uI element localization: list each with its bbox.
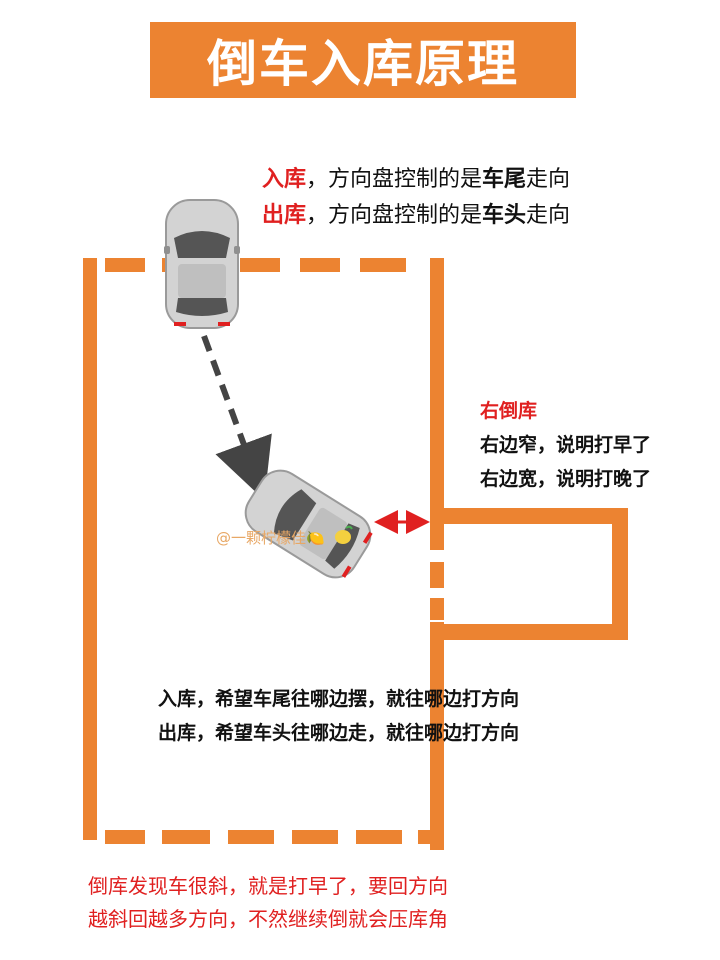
left-boundary-line <box>83 258 97 840</box>
top-note-line-2: 出库，方向盘控制的是车头走向 <box>262 199 570 233</box>
bottom-note: 倒库发现车很斜，就是打早了，要回方向 越斜回越多方向，不然继续倒就会压库角 <box>88 870 448 936</box>
right-boundary-line <box>430 258 444 850</box>
car-tilted-icon <box>244 469 373 579</box>
bottom-note-line-2: 越斜回越多方向，不然继续倒就会压库角 <box>88 907 448 931</box>
title-banner: 倒车入库原理 <box>150 22 576 98</box>
top-note-line-1: 入库，方向盘控制的是车尾走向 <box>262 163 570 197</box>
dashed-arrow-icon <box>201 334 272 501</box>
right-note-line-1: 右边窄，说明打早了 <box>480 434 652 456</box>
top-note-text-end: 走向 <box>526 167 571 192</box>
side-garage-outline <box>430 508 628 640</box>
right-note: 右倒库 右边窄，说明打早了 右边宽，说明打晚了 <box>480 394 651 496</box>
car-top-icon <box>164 199 240 329</box>
top-note-emphasis-rear: 车尾 <box>482 167 527 192</box>
page-title: 倒车入库原理 <box>207 35 519 93</box>
bottom-dashed-line <box>105 830 438 844</box>
middle-note-line-2: 出库，希望车头往哪边走，就往哪边打方向 <box>158 722 520 744</box>
watermark: @一颗柠檬佳🍋 <box>216 527 325 548</box>
middle-note: 入库，希望车尾往哪边摆，就往哪边打方向 出库，希望车头往哪边走，就往哪边打方向 <box>158 682 519 750</box>
middle-note-line-1: 入库，希望车尾往哪边摆，就往哪边打方向 <box>158 688 520 710</box>
top-note-text: ，方向盘控制的是 <box>306 167 483 192</box>
bottom-note-line-1: 倒库发现车很斜，就是打早了，要回方向 <box>88 874 448 898</box>
top-note-text: ，方向盘控制的是 <box>306 203 483 228</box>
watermark-text: @一颗柠檬佳🍋 <box>216 529 325 547</box>
right-note-heading: 右倒库 <box>480 400 538 422</box>
right-note-line-2: 右边宽，说明打晚了 <box>480 468 652 490</box>
lemon-icon <box>335 525 353 544</box>
top-note-keyword-enter: 入库 <box>262 167 307 192</box>
top-note-keyword-exit: 出库 <box>262 203 307 228</box>
top-note-emphasis-front: 车头 <box>482 203 527 228</box>
top-dashed-line <box>105 258 406 272</box>
top-note-text-end: 走向 <box>526 203 571 228</box>
